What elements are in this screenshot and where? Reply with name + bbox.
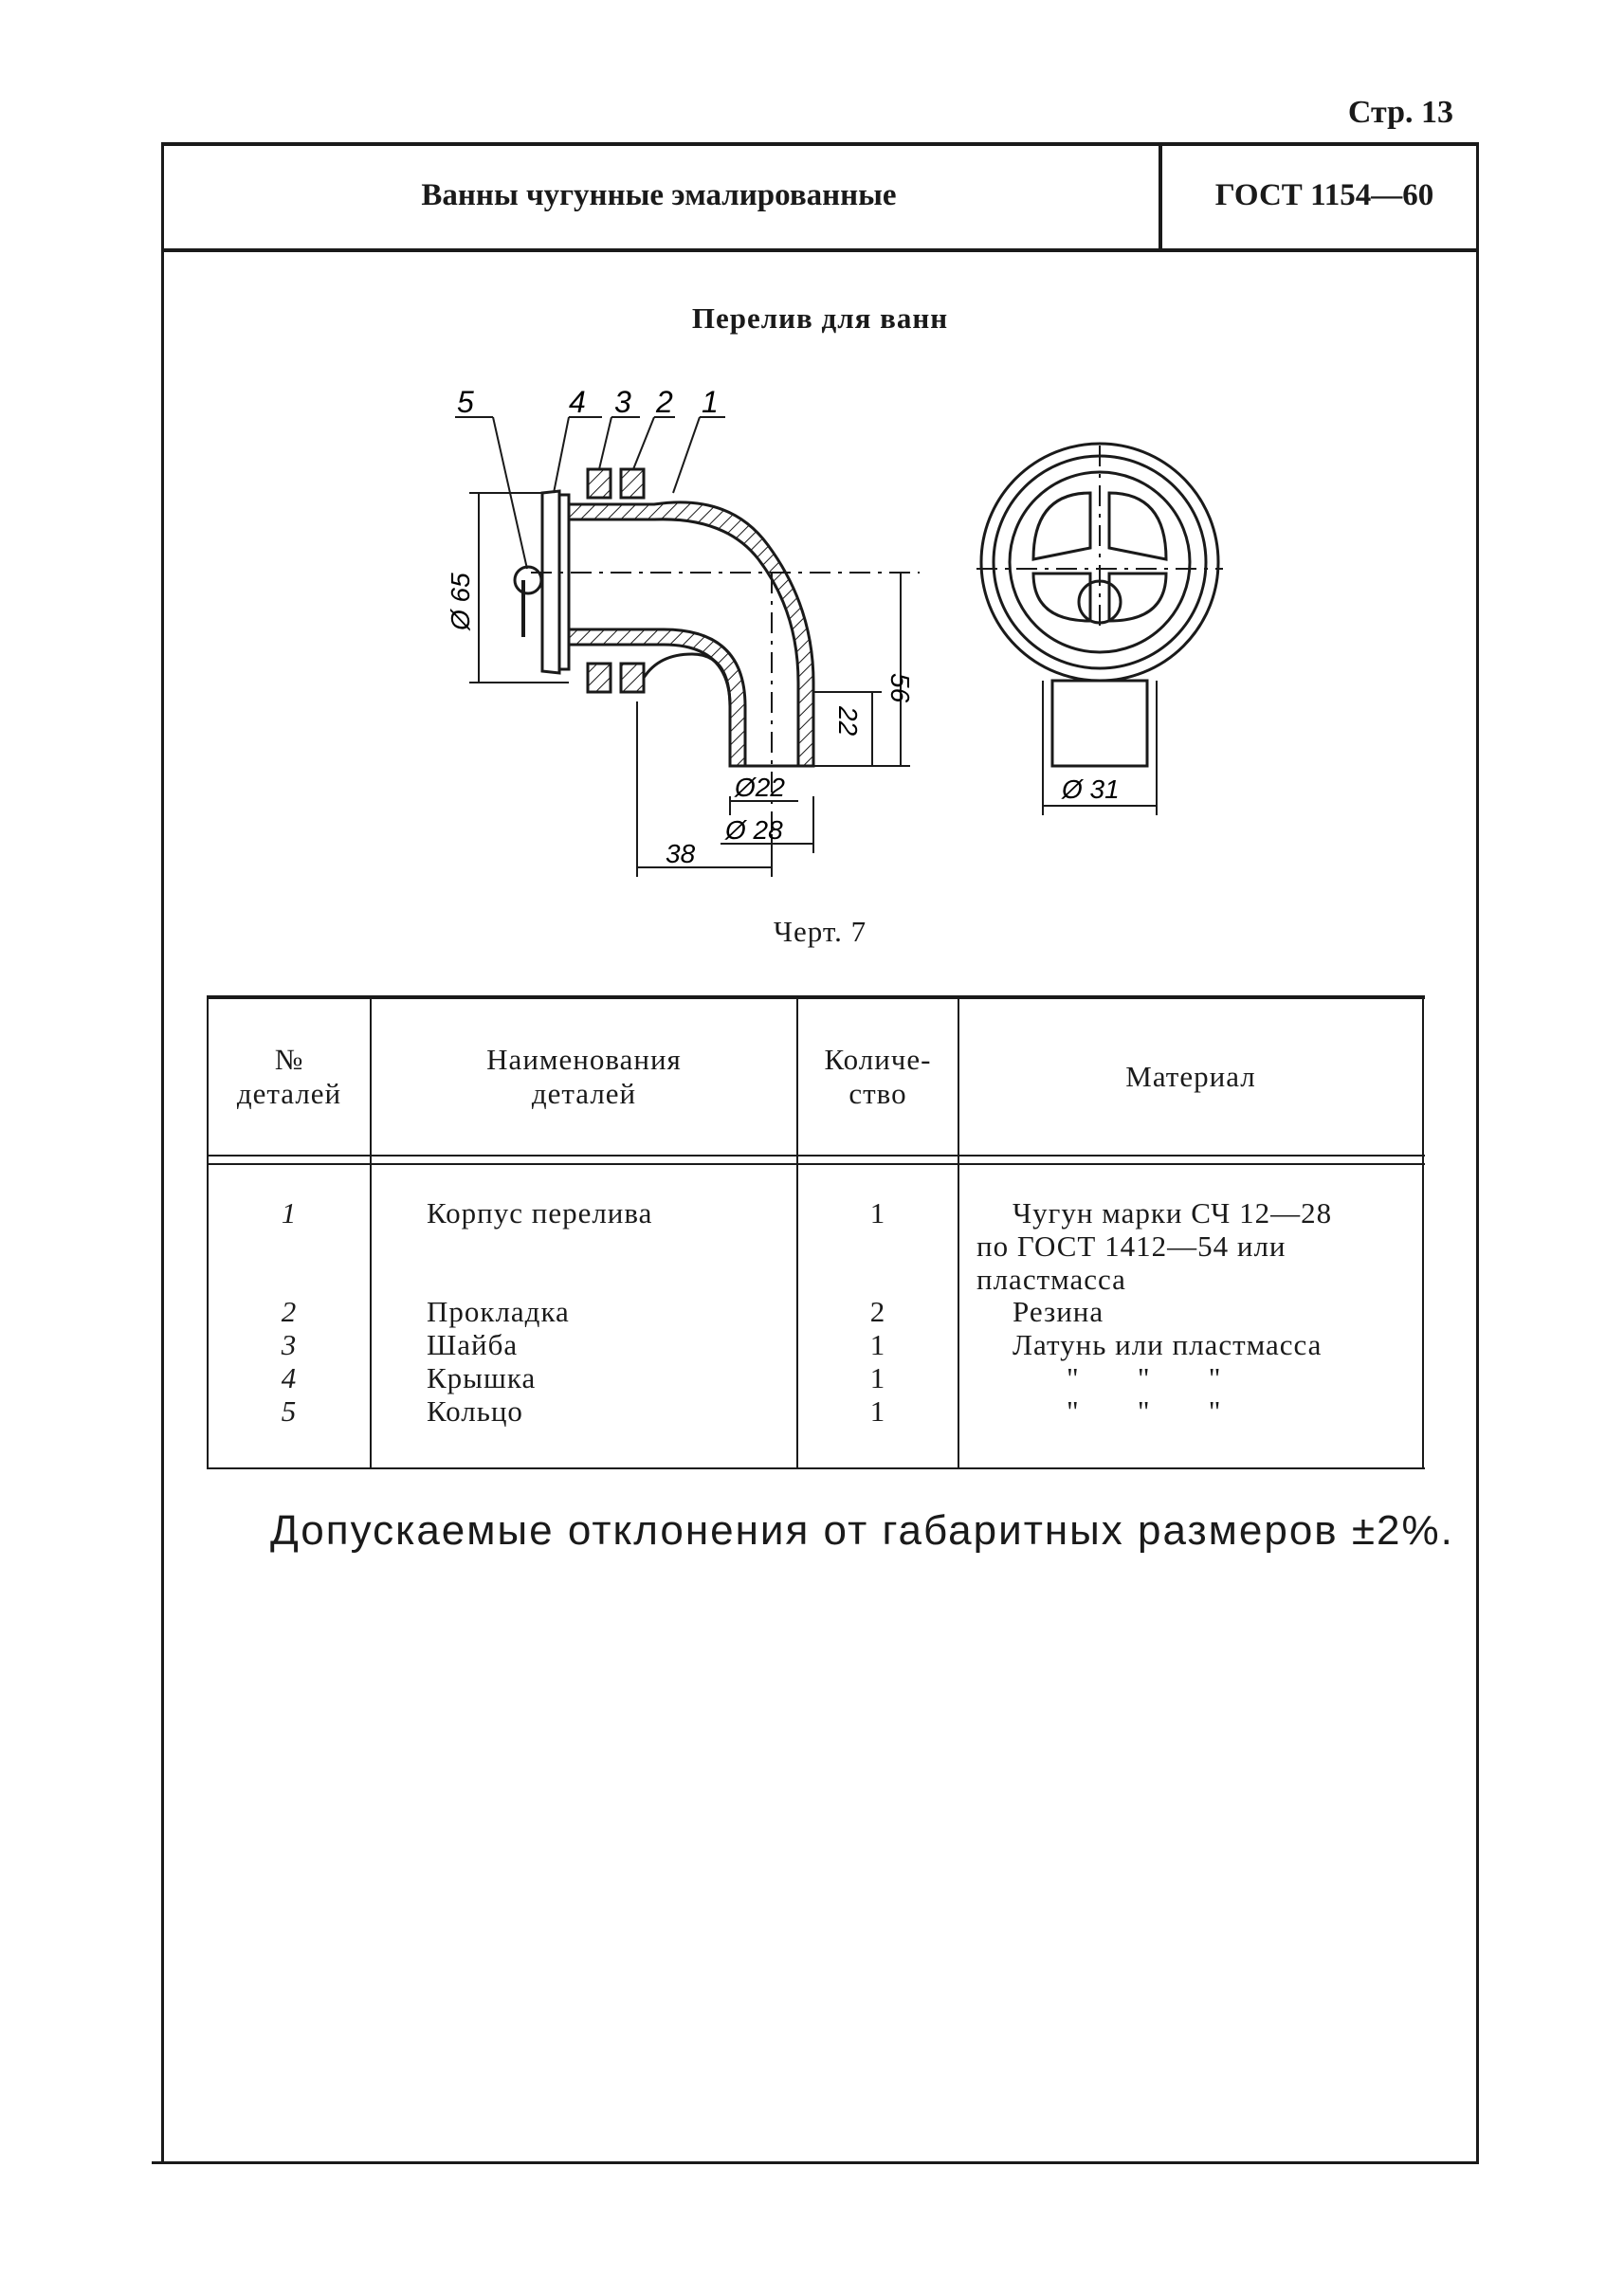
table-col-line-3 xyxy=(958,995,959,1469)
callout-4: 4 xyxy=(569,385,586,419)
row-4-material: " " " xyxy=(1067,1361,1222,1394)
header-title: Ванны чугунные эмалированные xyxy=(421,178,897,212)
dim-d65: Ø 65 xyxy=(446,573,475,631)
figure-caption: Черт. 7 xyxy=(773,915,867,948)
section-view xyxy=(513,467,920,853)
row-5-number: 5 xyxy=(281,1394,298,1428)
header-quantity-line-1: Количе- xyxy=(824,1043,932,1076)
row-3-number: 3 xyxy=(281,1328,298,1361)
dim-d22: Ø22 xyxy=(734,773,785,802)
callout-5: 5 xyxy=(457,385,474,419)
header-divider xyxy=(1159,146,1162,250)
callout-3: 3 xyxy=(614,385,631,419)
frame-bottom-line xyxy=(152,2161,1479,2164)
row-1-material-line-2: по ГОСТ 1412—54 или xyxy=(976,1229,1286,1263)
table-col-line-1 xyxy=(370,995,372,1469)
row-4-name: Крышка xyxy=(427,1361,537,1394)
table-col-line-4 xyxy=(1422,995,1424,1469)
table-top-line xyxy=(207,995,1425,999)
header-standard: ГОСТ 1154—60 xyxy=(1214,178,1434,212)
row-4-number: 4 xyxy=(281,1361,298,1394)
row-2-number: 2 xyxy=(281,1295,298,1328)
header-name-line-2: деталей xyxy=(531,1077,637,1110)
row-4-quantity: 1 xyxy=(869,1361,886,1394)
row-1-material-line-1: Чугун марки СЧ 12—28 xyxy=(1013,1196,1333,1229)
figure-title: Перелив для ванн xyxy=(691,301,949,335)
tolerance-note: Допускаемые отклонения от габаритных раз… xyxy=(270,1507,1454,1554)
header-quantity: Количе- ство xyxy=(798,1043,958,1111)
table-header-line-2 xyxy=(207,1163,1425,1165)
row-3-quantity: 1 xyxy=(869,1328,886,1361)
header-number-line-1: № xyxy=(274,1043,304,1076)
header-quantity-line-2: ство xyxy=(848,1077,907,1110)
row-1-material: Чугун марки СЧ 12—28 по ГОСТ 1412—54 или… xyxy=(976,1196,1422,1296)
header-material: Материал xyxy=(959,1060,1422,1094)
dimension-lines xyxy=(469,492,910,877)
header-bottom-line xyxy=(161,248,1479,252)
header-number: № деталей xyxy=(209,1043,370,1111)
overflow-drawing: 5 4 3 2 1 Ø 65 56 22 Ø22 Ø 28 38 xyxy=(446,385,1223,877)
row-3-material: Латунь или пластмасса xyxy=(1013,1328,1323,1361)
table-header-line-1 xyxy=(207,1155,1425,1157)
header-name-line-1: Наименования xyxy=(486,1043,682,1076)
dim-w38: 38 xyxy=(666,839,696,868)
row-1-name: Корпус перелива xyxy=(427,1196,653,1229)
frame-left-line xyxy=(161,142,164,2161)
table-bottom-line xyxy=(207,1467,1425,1469)
dim-h56: 56 xyxy=(885,673,915,703)
dim-h22: 22 xyxy=(833,705,863,737)
header-number-line-2: деталей xyxy=(236,1077,342,1110)
row-3-name: Шайба xyxy=(427,1328,519,1361)
row-5-material: " " " xyxy=(1067,1394,1222,1428)
row-1-number: 1 xyxy=(281,1196,298,1229)
dim-d31: Ø 31 xyxy=(1061,774,1120,804)
row-2-quantity: 2 xyxy=(869,1295,886,1328)
header-name: Наименования деталей xyxy=(372,1043,796,1111)
dim-d28: Ø 28 xyxy=(724,815,783,845)
page-number: Стр. 13 xyxy=(1347,95,1453,130)
row-1-material-line-3: пластмасса xyxy=(976,1263,1126,1296)
frame-top-line xyxy=(161,142,1479,146)
frame-right-line xyxy=(1476,142,1479,2161)
row-2-name: Прокладка xyxy=(427,1295,570,1328)
table-col-line-0 xyxy=(207,995,209,1469)
table-col-line-2 xyxy=(796,995,798,1469)
row-2-material: Резина xyxy=(1013,1295,1104,1328)
row-1-quantity: 1 xyxy=(869,1196,886,1229)
row-5-quantity: 1 xyxy=(869,1394,886,1428)
front-view xyxy=(976,442,1223,815)
header-material-line-1: Материал xyxy=(1125,1060,1256,1093)
row-5-name: Кольцо xyxy=(427,1394,523,1428)
callout-1: 1 xyxy=(702,385,719,419)
callout-2: 2 xyxy=(655,385,673,419)
